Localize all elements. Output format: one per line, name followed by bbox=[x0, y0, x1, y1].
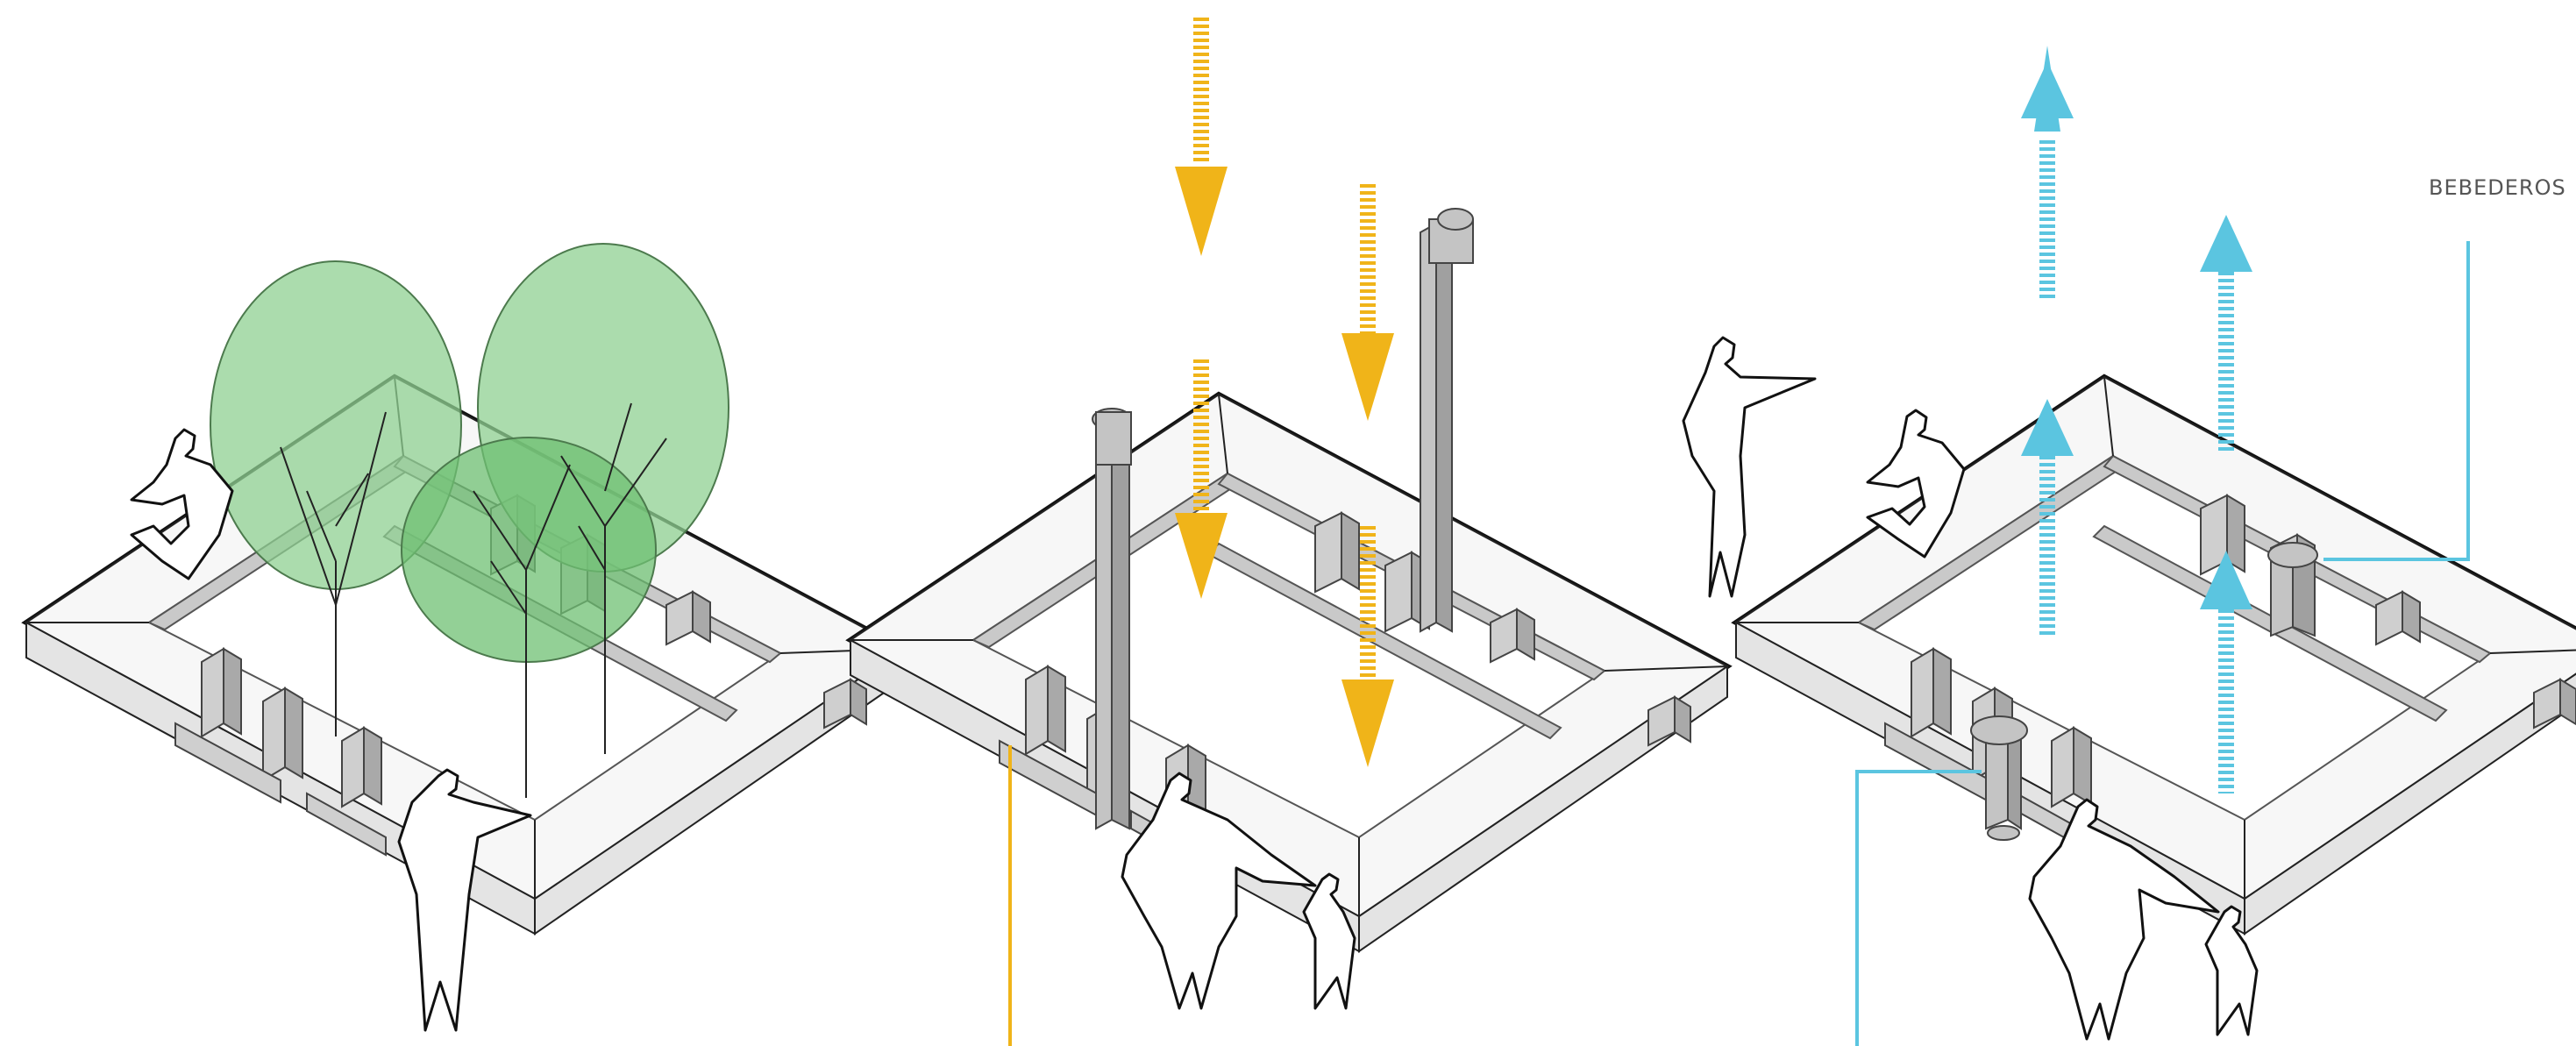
bebederos-label: BEBEDEROS bbox=[2429, 175, 2566, 200]
water-panel bbox=[1736, 377, 2576, 934]
person-pointing-panel-3 bbox=[1683, 338, 1815, 596]
fountain-basin bbox=[1988, 826, 2019, 840]
sun-arrow-1 bbox=[1175, 18, 1228, 256]
water-arrow-3 bbox=[2200, 215, 2252, 452]
tree-canopy-center bbox=[402, 438, 656, 662]
leader-line-left bbox=[1857, 772, 1982, 1046]
sun-arrow-3 bbox=[1341, 184, 1394, 421]
water-arrow-1 bbox=[2021, 46, 2074, 298]
platform bbox=[1736, 377, 2576, 934]
